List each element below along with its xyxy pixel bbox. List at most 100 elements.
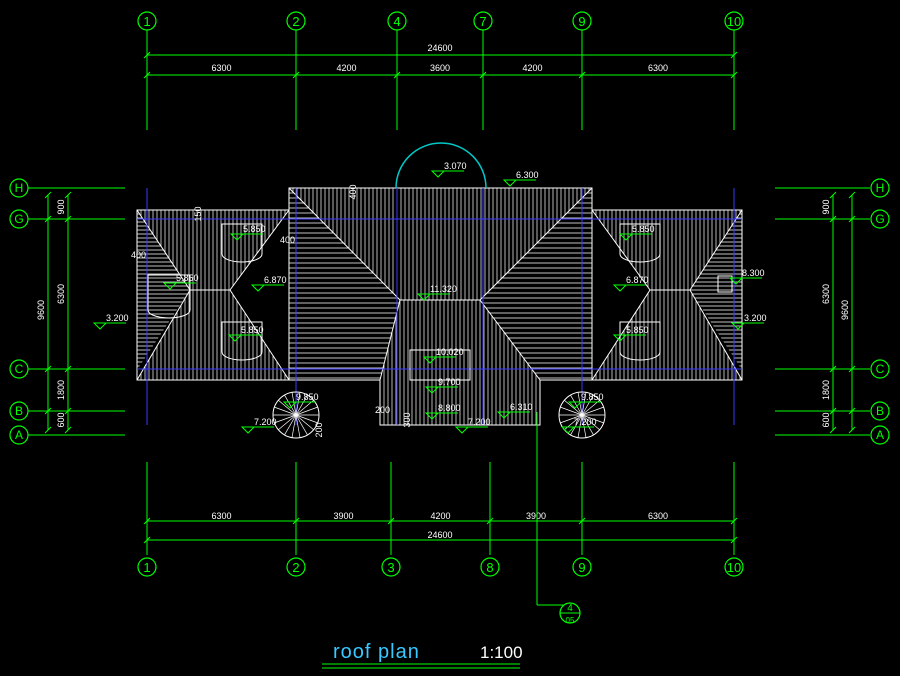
- elevation-marker: [227, 334, 243, 342]
- axis-bubble-bottom: [724, 557, 744, 577]
- left-north-plane: [137, 210, 289, 290]
- elev-left-valley: 6.870: [264, 275, 287, 285]
- axis-label-right: A: [876, 428, 884, 442]
- tower-rib: [291, 414, 297, 438]
- dim-tick: [730, 517, 738, 525]
- dim-bottom-segment: 6300: [211, 511, 231, 521]
- elev-left-upper: 5.850: [243, 224, 266, 234]
- dim-bottom-segment: 3900: [526, 511, 546, 521]
- elev-left-eave: 3.200: [106, 313, 129, 323]
- center-west-plane: [289, 188, 400, 379]
- dim-tick: [486, 517, 494, 525]
- axis-label-bottom: 1: [143, 560, 150, 575]
- dim-tick: [848, 191, 856, 199]
- elev-top-right: 6.300: [516, 170, 539, 180]
- dim-400-c: 400: [348, 184, 358, 199]
- hip-line: [689, 209, 743, 291]
- axis-label-left: G: [14, 212, 23, 226]
- axis-label-top: 4: [393, 14, 400, 29]
- elevation-marker: [502, 179, 518, 187]
- dim-tick: [44, 191, 52, 199]
- dim-right-total: 9600: [840, 300, 850, 320]
- dim-right-segment: 600: [821, 412, 831, 427]
- dim-tick: [578, 517, 586, 525]
- dormer: [221, 321, 263, 361]
- dim-tick: [730, 536, 738, 544]
- axis-bubble-top: [387, 11, 407, 31]
- dim-tick: [848, 407, 856, 415]
- elev-center-base: 7.200: [468, 417, 491, 427]
- elevation-marker: [416, 293, 432, 301]
- elev-right-eave: 3.200: [744, 313, 767, 323]
- dim-400-a: 400: [280, 235, 295, 245]
- dim-tick: [143, 517, 151, 525]
- tower-rib: [295, 414, 318, 424]
- elev-left-lower: 5.850: [241, 325, 264, 335]
- axis-bubble-bottom: [137, 557, 157, 577]
- tower-rib: [284, 414, 297, 436]
- tower-rib: [295, 392, 301, 416]
- axis-label-top: 1: [143, 14, 150, 29]
- section-ref-num: 4: [567, 603, 573, 614]
- tower-rib: [295, 394, 308, 416]
- hip-line: [479, 187, 593, 301]
- tower-rib: [581, 414, 600, 431]
- tower-rib: [581, 394, 594, 416]
- elevation-marker: [612, 284, 628, 292]
- tower-rib: [274, 406, 297, 416]
- tower-rib: [278, 414, 297, 431]
- dim-right-segment: 6300: [821, 284, 831, 304]
- elevation-marker: [618, 233, 634, 241]
- dim-left-segment: 1800: [56, 380, 66, 400]
- dim-top-segment: 6300: [648, 63, 668, 73]
- axis-bubble-left: [9, 209, 29, 229]
- dormer: [619, 223, 661, 263]
- axis-label-left: B: [15, 404, 23, 418]
- dome-arc: [395, 142, 487, 189]
- tower-rib: [581, 414, 604, 424]
- axis-label-top: 7: [479, 14, 486, 29]
- elev-left-mid: 5.850: [176, 273, 199, 283]
- dim-tick: [829, 407, 837, 415]
- axis-label-top: 9: [578, 14, 585, 29]
- axis-bubble-bottom: [286, 557, 306, 577]
- dormer: [221, 223, 263, 263]
- axis-bubble-left: [9, 425, 29, 445]
- dim-right-segment: 900: [821, 199, 831, 214]
- elev-tower-right-base: 7.200: [574, 417, 597, 427]
- axis-bubble-top: [724, 11, 744, 31]
- tower-rib: [570, 394, 583, 416]
- hip-line: [229, 209, 290, 291]
- dim-left-segment: 6300: [56, 284, 66, 304]
- tower-rib: [295, 399, 314, 416]
- dim-tick: [848, 365, 856, 373]
- elev-tower-right-top: 9.850: [581, 392, 604, 402]
- elev-right-upper: 5.850: [632, 224, 655, 234]
- tower-rib: [560, 406, 583, 416]
- elev-right-chimney: 8.300: [742, 268, 765, 278]
- tower-rib: [581, 414, 587, 438]
- axis-label-right: H: [876, 181, 885, 195]
- axis-bubble-left: [9, 401, 29, 421]
- axis-bubble-right: [870, 209, 890, 229]
- axis-bubble-bottom: [572, 557, 592, 577]
- elevation-marker: [422, 356, 438, 364]
- dim-tick: [143, 51, 151, 59]
- dim-bottom-segment: 4200: [430, 511, 450, 521]
- right-wing-outline: [591, 209, 743, 381]
- tower-rib: [284, 394, 297, 416]
- elevation-marker: [250, 284, 266, 292]
- elevation-marker: [92, 322, 108, 330]
- axis-bubble-right: [870, 178, 890, 198]
- axis-label-bottom: 8: [486, 560, 493, 575]
- elevation-marker: [430, 170, 446, 178]
- dim-tick: [292, 71, 300, 79]
- dim-top-segment: 3600: [430, 63, 450, 73]
- dim-tick: [829, 426, 837, 434]
- elev-tower-left-base: 7.200: [254, 417, 277, 427]
- elev-center-ridge: 11.320: [430, 284, 457, 294]
- axis-label-bottom: 3: [387, 560, 394, 575]
- hip-line: [591, 209, 651, 291]
